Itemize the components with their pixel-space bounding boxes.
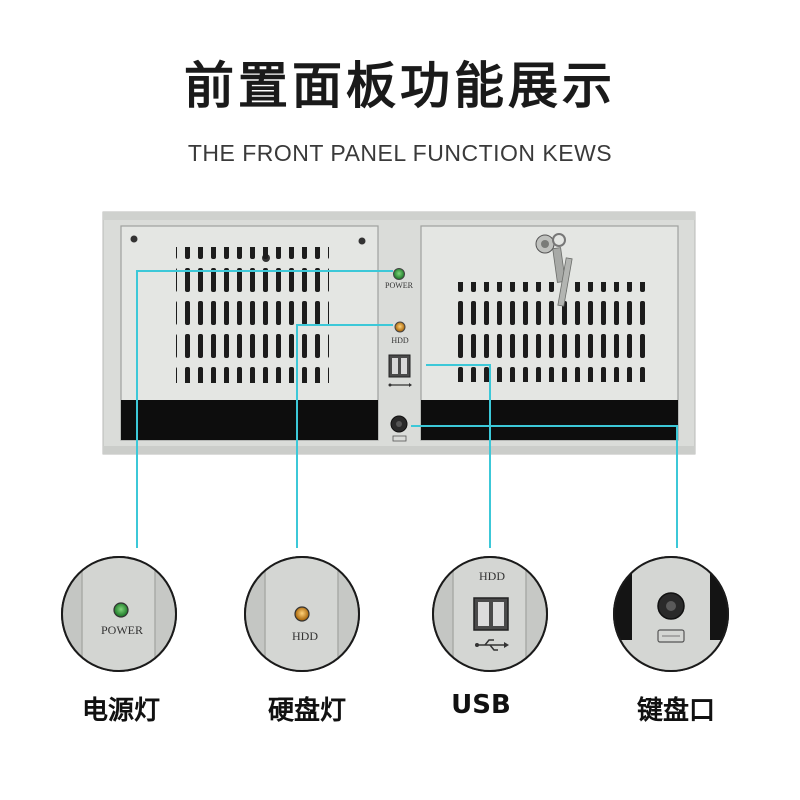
usb-ports	[388, 354, 411, 378]
zoom-usb-label: HDD	[479, 569, 505, 583]
page-subtitle: THE FRONT PANEL FUNCTION KEWS	[187, 140, 613, 166]
power-led-label: POWER	[385, 281, 414, 290]
keyboard-port	[390, 415, 408, 442]
caption-usb: USB	[451, 690, 511, 720]
zoom-keyboard	[613, 556, 729, 672]
zoom-power-label: POWER	[101, 623, 143, 637]
zoom-power	[61, 556, 177, 672]
leader-power	[136, 270, 393, 548]
hdd-led-label: HDD	[391, 336, 409, 345]
usb-symbol-icon	[388, 383, 412, 387]
hdd-led	[394, 321, 406, 333]
right-bay-door	[420, 225, 679, 441]
zoom-hdd	[244, 556, 360, 672]
leader-usb	[426, 364, 491, 548]
caption-hdd: 硬盘灯	[267, 696, 346, 726]
left-bay-door	[120, 225, 379, 441]
zoom-usb	[432, 556, 548, 672]
caption-keyboard: 键盘口	[636, 696, 715, 726]
caption-power: 电源灯	[81, 696, 160, 726]
leader-keyboard	[411, 425, 678, 548]
zoom-hdd-label: HDD	[292, 629, 318, 643]
page-title: 前置面板功能展示	[184, 57, 616, 115]
leader-hdd	[296, 324, 393, 548]
leader-lines	[136, 270, 678, 548]
power-led	[393, 268, 405, 280]
key-lock-icon	[535, 233, 573, 307]
